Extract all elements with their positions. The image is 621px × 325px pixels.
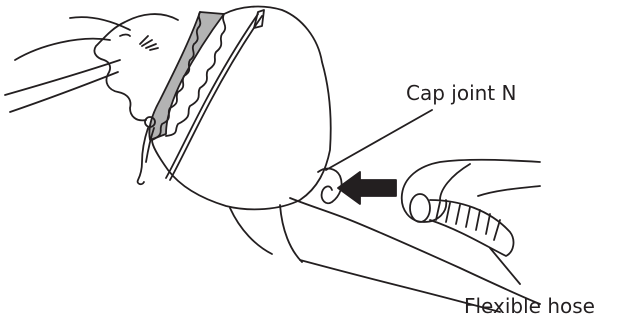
flexible-hose <box>410 194 513 256</box>
cap-band <box>149 12 224 140</box>
zipper <box>166 14 258 178</box>
neck <box>280 205 302 262</box>
cap-joint-leader <box>326 110 432 170</box>
insert-arrow-icon <box>338 172 396 204</box>
cap-joint-label: Cap joint N <box>406 81 516 105</box>
hose-leader <box>490 248 520 284</box>
cap-body <box>152 7 331 210</box>
eyelash <box>140 36 158 50</box>
drawstring <box>138 117 155 184</box>
hose-hand <box>402 160 540 222</box>
flexible-hose-label: Flexible hose <box>464 294 595 318</box>
arm <box>290 198 540 304</box>
